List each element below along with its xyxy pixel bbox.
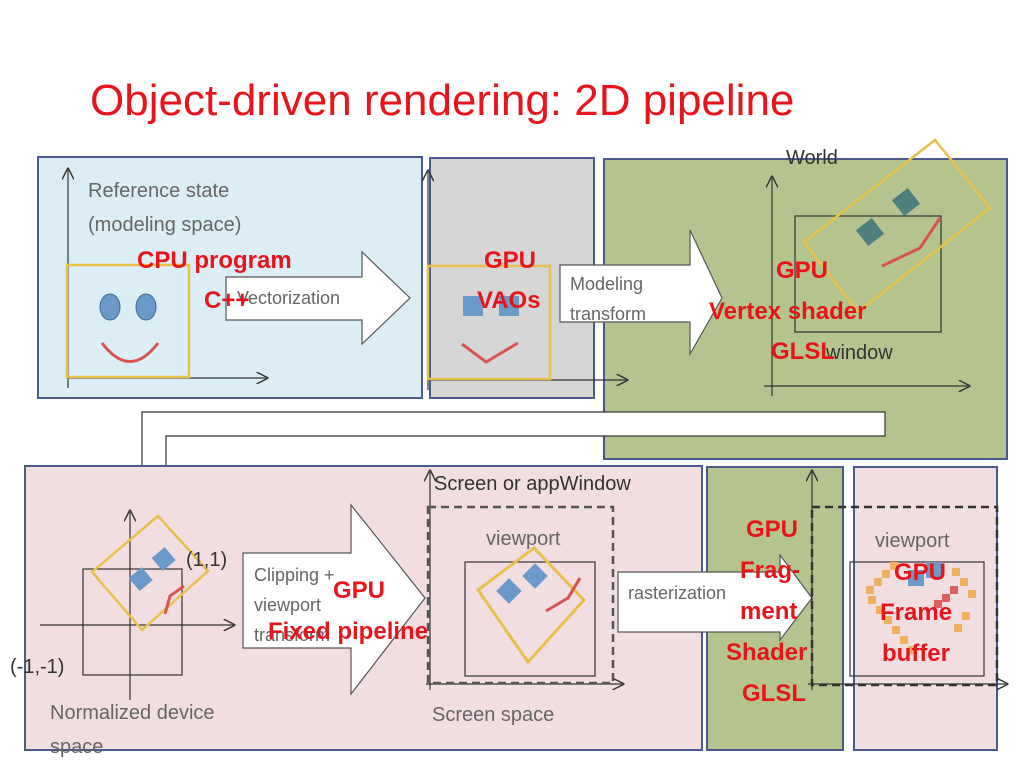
modeling-transform-label-line2: transform (570, 304, 646, 324)
modeling-transform-arrow (559, 229, 723, 357)
gpu-vaos-label-line2: VAOs (477, 287, 541, 314)
framebuffer-viewport-dashed (810, 505, 999, 687)
clipping-label-line1: Clipping + (254, 565, 335, 585)
gpu-vaos-label-line1: GPU (484, 247, 536, 274)
clipping-arrow (242, 503, 426, 696)
vectorization-label: Vectorization (237, 288, 340, 308)
cpp-label: C++ (204, 287, 249, 314)
smile (100, 342, 160, 363)
screen-caption: Screen space (432, 704, 554, 726)
ndc-caption-line1: Normalized device (50, 702, 215, 724)
rasterization-label: rasterization (628, 583, 726, 603)
frame-buffer-label-line3: buffer (882, 640, 950, 667)
world-window-rect (794, 215, 942, 333)
left-eye (99, 293, 121, 321)
framebuffer-viewport-label: viewport (875, 530, 950, 552)
modeling-transform-label-line1: Modeling (570, 274, 643, 294)
rasterization-arrow (617, 553, 813, 642)
ndc-point-min: (-1,-1) (10, 656, 64, 678)
right-eye (135, 293, 157, 321)
fixed-pipeline-label-line1: GPU (333, 577, 385, 604)
pixelated-face-shape (866, 562, 976, 654)
fragment-label-line2: Frag- (740, 557, 800, 584)
reference-face-shape (65, 263, 191, 379)
screen-viewport-label: viewport (486, 528, 561, 550)
screen-face-shape (475, 546, 587, 665)
cpu-program-label: CPU program (137, 247, 292, 274)
fixed-pipeline-label-line2: Fixed pipeline (268, 618, 428, 645)
vectorized-face-shape (426, 264, 552, 381)
vertex-shader-label-line3: GLSL (771, 338, 835, 365)
screen-header: Screen or appWindow (434, 473, 631, 495)
world-caption: World (786, 147, 838, 169)
modeling-caption-line2: (modeling space) (88, 214, 241, 236)
modeling-caption-line1: Reference state (88, 180, 229, 202)
vertex-shader-label-line1: GPU (776, 257, 828, 284)
screen-window-rect (464, 561, 596, 677)
screen-viewport-dashed (426, 505, 615, 685)
slide-title: Object-driven rendering: 2D pipeline (90, 76, 794, 125)
ndc-caption-line2: space (50, 736, 103, 758)
fragment-label-line5: GLSL (742, 680, 806, 707)
clipping-label-line2: viewport (254, 595, 321, 615)
framebuffer-window-rect (849, 561, 985, 677)
fragment-label-line3: ment (740, 598, 797, 625)
world-axes (764, 178, 968, 396)
world-window-label: window (825, 342, 893, 364)
ndc-unit-square (82, 568, 183, 676)
fragment-label-line4: Shader (726, 639, 807, 666)
ndc-point-max: (1,1) (186, 549, 227, 571)
world-face-shape (802, 138, 992, 314)
frame-buffer-label-line2: Frame (880, 599, 952, 626)
fragment-label-line1: GPU (746, 516, 798, 543)
vectorization-arrow (225, 250, 411, 346)
frame-buffer-label-line1: GPU (894, 559, 946, 586)
vertex-shader-label-line2: Vertex shader (709, 298, 866, 325)
ndc-face-shape (90, 514, 210, 632)
clipping-label-line3: transform (254, 625, 330, 645)
